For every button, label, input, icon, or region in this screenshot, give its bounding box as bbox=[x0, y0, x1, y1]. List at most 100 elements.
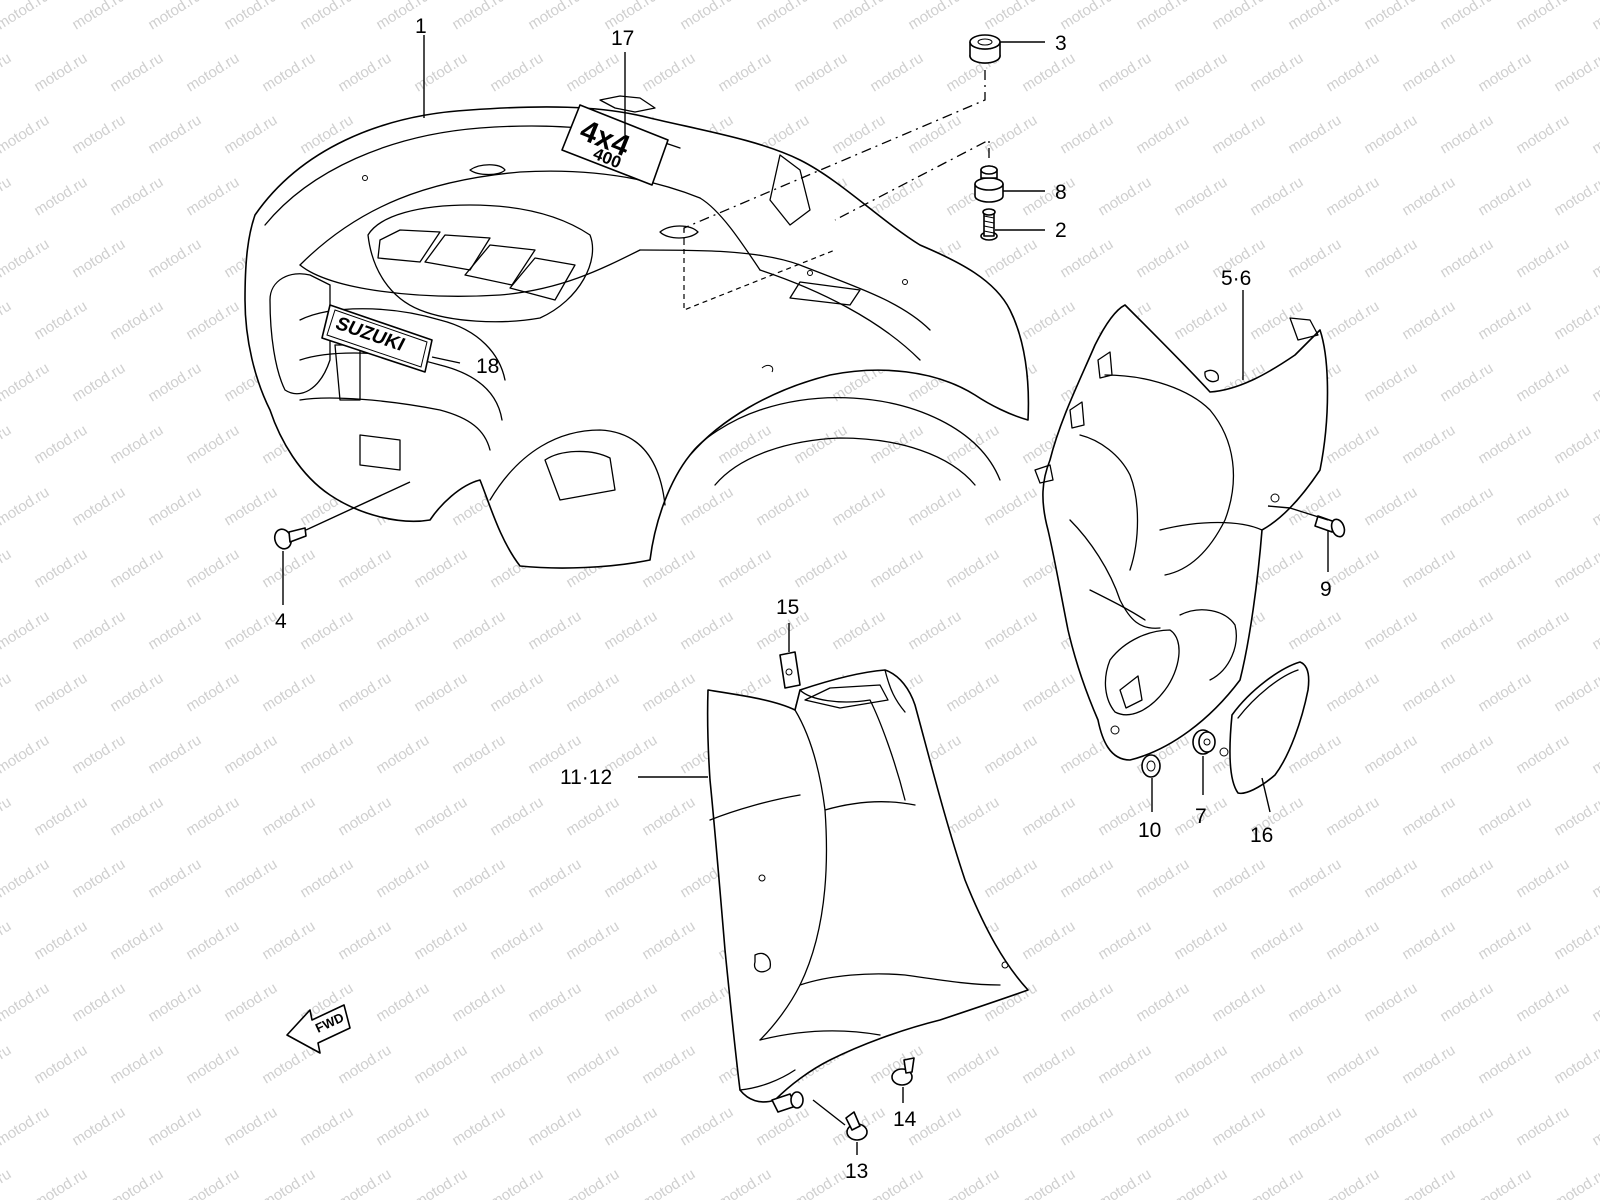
watermark-text: motod.ru bbox=[0, 1166, 14, 1200]
watermark-text: motod.ru bbox=[1019, 794, 1078, 840]
watermark-text: motod.ru bbox=[449, 0, 508, 33]
panel-bottom-clip bbox=[771, 1091, 804, 1113]
watermark-text: motod.ru bbox=[449, 608, 508, 654]
watermark-text: motod.ru bbox=[1323, 1042, 1382, 1088]
watermark-text: motod.ru bbox=[1133, 856, 1192, 902]
watermark-text: motod.ru bbox=[1095, 918, 1154, 964]
watermark-text: motod.ru bbox=[487, 1166, 546, 1200]
watermark-text: motod.ru bbox=[905, 484, 964, 530]
watermark-text: motod.ru bbox=[943, 670, 1002, 716]
watermark-text: motod.ru bbox=[411, 1166, 470, 1200]
watermark-text: motod.ru bbox=[69, 980, 128, 1026]
watermark-text: motod.ru bbox=[1551, 1042, 1600, 1088]
watermark-text: motod.ru bbox=[1323, 298, 1382, 344]
watermark-text: motod.ru bbox=[1475, 1042, 1534, 1088]
watermark-text: motod.ru bbox=[1019, 1042, 1078, 1088]
watermark-text: motod.ru bbox=[449, 732, 508, 778]
watermark-text: motod.ru bbox=[943, 1042, 1002, 1088]
watermark-text: motod.ru bbox=[1095, 1042, 1154, 1088]
watermark-text: motod.ru bbox=[1057, 1104, 1116, 1150]
watermark-text: motod.ru bbox=[183, 794, 242, 840]
watermark-text: motod.ru bbox=[1361, 360, 1420, 406]
watermark-text: motod.ru bbox=[905, 608, 964, 654]
callout-labels: 1 2 3 4 5·6 7 8 9 10 11·12 13 14 15 16 1… bbox=[275, 15, 1332, 1183]
callout-16: 16 bbox=[1250, 824, 1273, 847]
watermark-text: motod.ru bbox=[1437, 236, 1496, 282]
watermark-text: motod.ru bbox=[1057, 236, 1116, 282]
watermark-text: motod.ru bbox=[1095, 1166, 1154, 1200]
watermark-text: motod.ru bbox=[1133, 1104, 1192, 1150]
watermark-text: motod.ru bbox=[1437, 608, 1496, 654]
watermark-text: motod.ru bbox=[829, 0, 888, 33]
watermark-text: motod.ru bbox=[1513, 980, 1572, 1026]
watermark-text: motod.ru bbox=[601, 980, 660, 1026]
watermark-text: motod.ru bbox=[107, 546, 166, 592]
watermark-text: motod.ru bbox=[0, 794, 14, 840]
watermark-text: motod.ru bbox=[411, 1042, 470, 1088]
watermark-text: motod.ru bbox=[1551, 422, 1600, 468]
watermark-text: motod.ru bbox=[1057, 0, 1116, 33]
watermark-text: motod.ru bbox=[335, 918, 394, 964]
watermark-text: motod.ru bbox=[0, 546, 14, 592]
clip-14 bbox=[891, 1057, 915, 1086]
watermark-text: motod.ru bbox=[1551, 670, 1600, 716]
watermark-text: motod.ru bbox=[487, 670, 546, 716]
callout-14: 14 bbox=[893, 1108, 917, 1131]
watermark-text: motod.ru bbox=[563, 670, 622, 716]
watermark-text: motod.ru bbox=[1361, 856, 1420, 902]
watermark-text: motod.ru bbox=[1019, 670, 1078, 716]
watermark-text: motod.ru bbox=[0, 1042, 14, 1088]
watermark-text: motod.ru bbox=[1513, 1104, 1572, 1150]
watermark-text: motod.ru bbox=[1475, 174, 1534, 220]
watermark-text: motod.ru bbox=[449, 980, 508, 1026]
watermark-text: motod.ru bbox=[1323, 422, 1382, 468]
callout-10: 10 bbox=[1138, 819, 1161, 842]
callout-18: 18 bbox=[476, 355, 499, 378]
watermark-text: motod.ru bbox=[0, 298, 14, 344]
watermark-text: motod.ru bbox=[221, 1104, 280, 1150]
watermark-text: motod.ru bbox=[601, 608, 660, 654]
watermark-text: motod.ru bbox=[1133, 112, 1192, 158]
watermark-text: motod.ru bbox=[145, 980, 204, 1026]
watermark-text: motod.ru bbox=[221, 608, 280, 654]
screw-2 bbox=[980, 208, 998, 241]
watermark-text: motod.ru bbox=[905, 0, 964, 33]
watermark-text: motod.ru bbox=[69, 484, 128, 530]
watermark-text: motod.ru bbox=[1209, 980, 1268, 1026]
watermark-text: motod.ru bbox=[107, 174, 166, 220]
watermark-text: motod.ru bbox=[183, 174, 242, 220]
watermark-text: motod.ru bbox=[487, 918, 546, 964]
watermark-text: motod.ru bbox=[867, 50, 926, 96]
watermark-text: motod.ru bbox=[411, 50, 470, 96]
watermark-text: motod.ru bbox=[1285, 856, 1344, 902]
watermark-text: motod.ru bbox=[1209, 0, 1268, 33]
watermark-text: motod.ru bbox=[1475, 50, 1534, 96]
watermark-text: motod.ru bbox=[1323, 794, 1382, 840]
watermark-text: motod.ru bbox=[373, 856, 432, 902]
watermark-text: motod.ru bbox=[1475, 422, 1534, 468]
watermark-text: motod.ru bbox=[259, 918, 318, 964]
watermark-text: motod.ru bbox=[1323, 50, 1382, 96]
watermark-text: motod.ru bbox=[791, 50, 850, 96]
watermark-text: motod.ru bbox=[0, 236, 52, 282]
watermark-text: motod.ru bbox=[1399, 50, 1458, 96]
watermark-text: motod.ru bbox=[1323, 546, 1382, 592]
watermark-text: motod.ru bbox=[145, 0, 204, 33]
watermark-text: motod.ru bbox=[1551, 1166, 1600, 1200]
watermark-text: motod.ru bbox=[1589, 484, 1600, 530]
watermark-text: motod.ru bbox=[1095, 50, 1154, 96]
watermark-text: motod.ru bbox=[259, 546, 318, 592]
callout-7: 7 bbox=[1195, 805, 1207, 828]
watermark-text: motod.ru bbox=[259, 1042, 318, 1088]
watermark-text: motod.ru bbox=[183, 918, 242, 964]
watermark-text: motod.ru bbox=[1589, 1104, 1600, 1150]
watermark-text: motod.ru bbox=[1285, 1104, 1344, 1150]
watermark-text: motod.ru bbox=[145, 236, 204, 282]
watermark-text: motod.ru bbox=[867, 546, 926, 592]
callout-2: 2 bbox=[1055, 219, 1067, 242]
watermark-text: motod.ru bbox=[715, 1166, 774, 1200]
washer-10 bbox=[1141, 754, 1161, 778]
watermark-text: motod.ru bbox=[1475, 670, 1534, 716]
